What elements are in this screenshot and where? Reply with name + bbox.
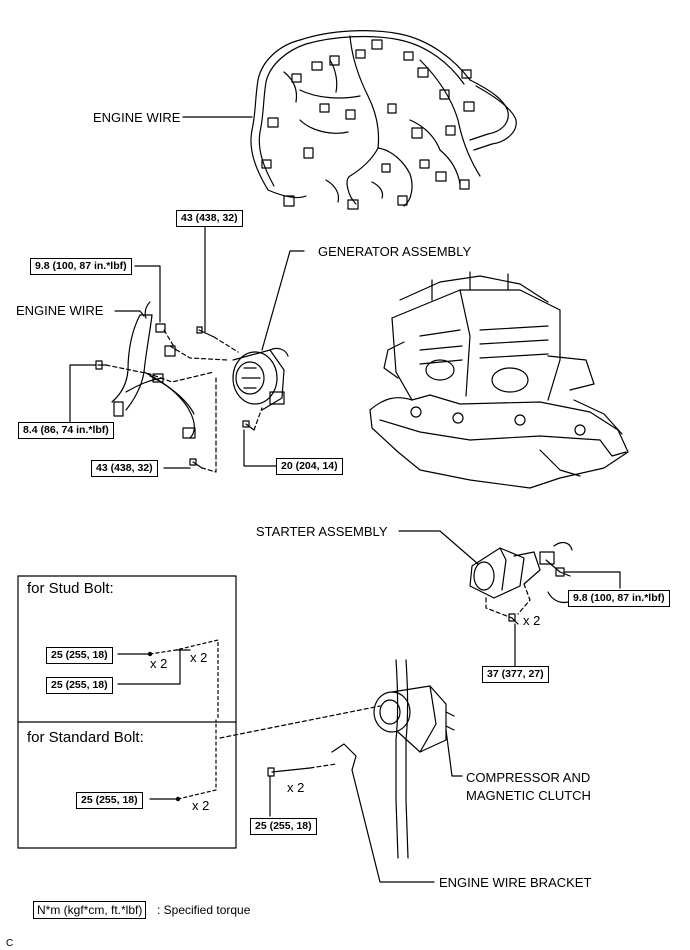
torque-gen-bracket-bolt: 20 (204, 14) — [276, 458, 343, 475]
compressor-group — [267, 659, 455, 859]
starter-group — [469, 541, 573, 625]
corner-reference: C — [6, 938, 14, 949]
torque-gen-top-bolt: 43 (438, 32) — [176, 210, 243, 227]
bolt-spec-box — [17, 575, 237, 849]
box-title-standard-bolt: for Standard Bolt: — [27, 729, 144, 746]
legend-unit-box: N*m (kgf*cm, ft.*lbf) — [33, 901, 147, 919]
label-generator-assembly: GENERATOR ASSEMBLY — [318, 244, 472, 259]
label-engine-wire-bracket: ENGINE WIRE BRACKET — [439, 875, 592, 890]
torque-compressor-bolt: 25 (255, 18) — [250, 818, 317, 835]
torque-stud-bolt-a: 25 (255, 18) — [46, 647, 113, 664]
leader-gen-connector — [134, 265, 161, 323]
torque-stud-bolt-b: 25 (255, 18) — [46, 677, 113, 694]
leader-starter-assembly — [398, 530, 479, 565]
torque-gen-connector: 9.8 (100, 87 in.*lbf) — [30, 258, 132, 275]
legend-text: : Specified torque — [157, 903, 251, 917]
leader-starter-terminal — [563, 571, 621, 589]
leader-compressor — [445, 729, 463, 777]
label-compressor-line2: MAGNETIC CLUTCH — [466, 788, 591, 803]
leader-engine-wire-left — [114, 310, 145, 317]
leader-gen-bracket-bolt — [243, 429, 277, 467]
stud-bolt-callouts — [117, 649, 191, 685]
qty-stud-b: x 2 — [190, 650, 208, 665]
qty-starter: x 2 — [523, 613, 541, 628]
torque-starter-bolt: 37 (377, 27) — [482, 666, 549, 683]
torque-starter-terminal: 9.8 (100, 87 in.*lbf) — [568, 590, 670, 607]
torque-gen-lower-bolt: 43 (438, 32) — [91, 460, 158, 477]
engine-assembly — [369, 271, 629, 489]
stud-bolt-dashed — [149, 639, 219, 721]
box-title-stud-bolt: for Stud Bolt: — [27, 580, 114, 597]
label-engine-wire-left: ENGINE WIRE — [16, 303, 104, 318]
leader-engine-wire-bracket — [351, 769, 435, 883]
qty-compressor: x 2 — [287, 780, 305, 795]
label-engine-wire-top: ENGINE WIRE — [93, 110, 181, 125]
engine-wire-harness-top — [250, 30, 517, 210]
generator-group — [95, 301, 289, 469]
label-starter-assembly: STARTER ASSEMBLY — [256, 524, 388, 539]
starter-dashed-guides — [485, 583, 531, 619]
torque-gen-terminal: 8.4 (86, 74 in.*lbf) — [18, 422, 114, 439]
qty-stud-a: x 2 — [150, 656, 168, 671]
standard-bolt-callout — [149, 796, 181, 802]
standard-bolt-dashed — [177, 719, 217, 800]
qty-standard: x 2 — [192, 798, 210, 813]
generator-dashed-guides — [105, 329, 263, 473]
leader-gen-terminal — [69, 364, 97, 423]
torque-standard-bolt: 25 (255, 18) — [76, 792, 143, 809]
compressor-dashed-guides — [219, 705, 381, 769]
label-compressor-line1: COMPRESSOR AND — [466, 770, 591, 785]
leader-generator-assembly — [261, 250, 305, 351]
